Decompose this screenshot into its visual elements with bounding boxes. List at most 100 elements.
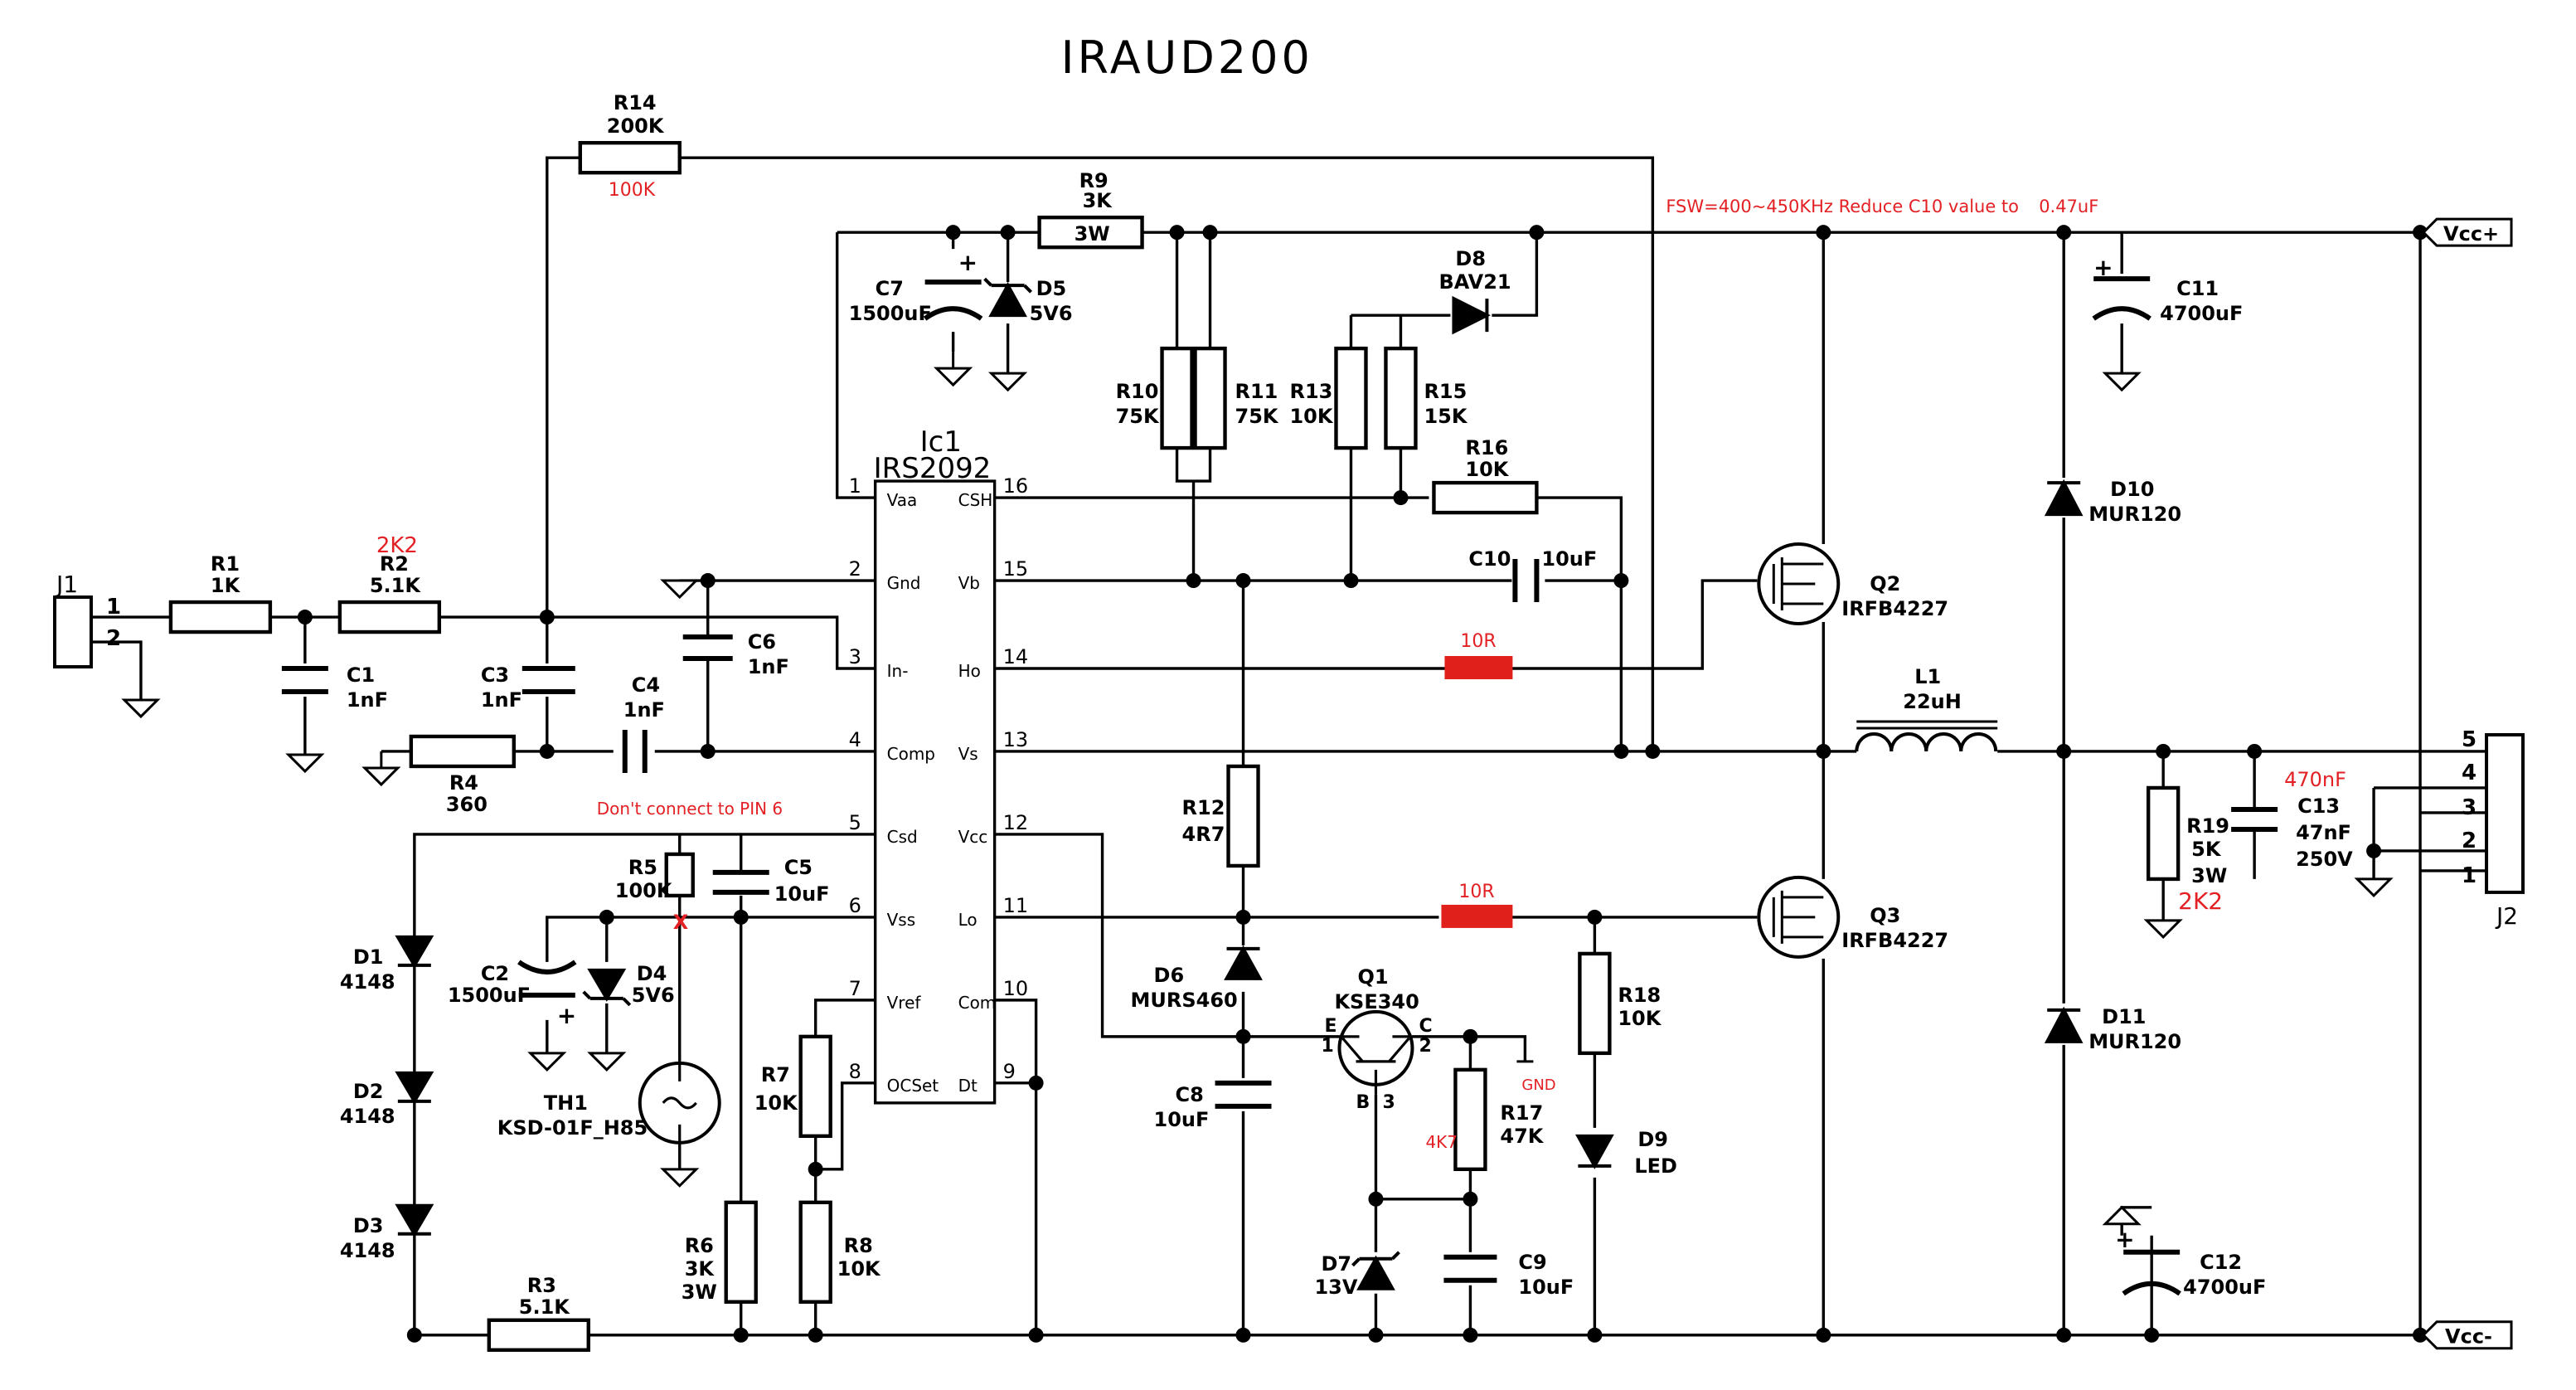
c5-ref: C5	[784, 856, 813, 879]
gnd-label: GND	[1521, 1077, 1555, 1094]
d10-value: MUR120	[2088, 503, 2181, 526]
c13-mod: 470nF	[2284, 768, 2346, 791]
resistor-r6[interactable]: R6 3K 3W	[682, 1200, 758, 1304]
ic1-pin-number: 5	[849, 811, 861, 834]
capacitor-c3[interactable]: C3 1nF	[481, 663, 575, 712]
diode-d1[interactable]: D1 4148	[340, 935, 434, 994]
junction-dot	[1816, 743, 1831, 759]
diode-d11[interactable]: D11 MUR120	[2044, 1005, 2181, 1053]
resistor-r4[interactable]: R4 360	[409, 734, 516, 816]
c10-value: 10uF	[1541, 547, 1597, 571]
r-ho-body	[1444, 656, 1513, 680]
capacitor-c7[interactable]: + C7 1500uF	[849, 249, 983, 325]
d2-value: 4148	[340, 1105, 395, 1128]
ground-symbols	[121, 352, 2394, 1226]
resistor-r19[interactable]: R19 5K 3W 2K2	[2146, 785, 2229, 915]
d11-symbol	[2044, 1006, 2084, 1043]
junction-dot	[700, 573, 716, 589]
resistor-r17[interactable]: R17 47K 4K7	[1425, 1067, 1545, 1172]
diode-d5-zener[interactable]: D5 5V6	[983, 277, 1073, 325]
diode-d3[interactable]: D3 4148	[340, 1203, 434, 1262]
diode-d10[interactable]: D10 MUR120	[2044, 478, 2181, 526]
diode-d7-zener[interactable]: D7 13V	[1314, 1251, 1400, 1299]
capacitor-c8[interactable]: C8 10uF	[1154, 1080, 1272, 1131]
junction-dot	[2156, 743, 2171, 759]
th1-ref: TH1	[544, 1091, 588, 1115]
capacitor-c9[interactable]: C9 10uF	[1443, 1251, 1574, 1299]
resistor-r11[interactable]: R11 75K	[1193, 346, 1279, 450]
resistor-r16[interactable]: R16 10K	[1432, 436, 1539, 515]
r12-body	[1226, 764, 1260, 868]
r3-value: 5.1K	[519, 1295, 570, 1319]
mosfet-q3[interactable]: Q3 IRFB4227	[1757, 875, 1948, 959]
r6-power: 3W	[682, 1281, 717, 1304]
capacitor-c2[interactable]: + C2 1500uF	[448, 960, 577, 1029]
c3-ref: C3	[481, 663, 509, 687]
ic1-pin-number: 1	[849, 474, 861, 498]
r13-value: 10K	[1289, 405, 1333, 428]
transistor-q1[interactable]: Q1 KSE340 E 1 C 2 B 3	[1321, 965, 1432, 1113]
r14-mod: 100K	[609, 180, 656, 201]
diode-d4-zener[interactable]: D4 5V6	[582, 962, 675, 1007]
ic1-pin-number: 12	[1003, 811, 1029, 834]
junction-dot	[2056, 743, 2072, 759]
ic1-pin-name: CSH	[958, 490, 993, 510]
inductor-l1[interactable]: L1 22uH	[1855, 665, 1998, 752]
d10-ref: D10	[2110, 478, 2154, 501]
th1-symbol	[662, 1061, 697, 1145]
ic1-pin-number: 7	[849, 977, 861, 1000]
resistor-r2[interactable]: 2K2 R2 5.1K	[337, 533, 442, 634]
resistor-10r-lo[interactable]: 10R	[1441, 882, 1513, 928]
ic1-pin-name: Vcc	[958, 827, 988, 847]
r19-body	[2146, 785, 2181, 882]
wire-vaa	[835, 232, 876, 499]
resistor-10r-ho[interactable]: 10R	[1444, 631, 1513, 680]
capacitor-c1[interactable]: C1 1nF	[281, 663, 388, 712]
diode-d6[interactable]: D6 MURS460	[1131, 945, 1263, 1012]
capacitor-c11[interactable]: + C11 4700uF	[2092, 254, 2243, 325]
diode-d8[interactable]: D8 BAV21	[1438, 247, 1511, 335]
ic1-pin-number: 2	[849, 557, 861, 581]
c9-ref: C9	[1518, 1251, 1546, 1274]
resistor-r13[interactable]: R13 10K	[1289, 346, 1368, 450]
resistor-r7[interactable]: R7 10K	[754, 1034, 832, 1139]
ic1-irs2092[interactable]: Ic1 IRS2092	[874, 425, 997, 1105]
junction-dot	[2056, 1327, 2072, 1343]
r5-body	[664, 852, 695, 898]
r4-value: 360	[446, 793, 488, 816]
capacitor-c10[interactable]: C10 10uF	[1468, 547, 1597, 603]
resistor-r3[interactable]: R3 5.1K	[487, 1274, 590, 1352]
resistor-r1[interactable]: R1 1K	[168, 552, 273, 634]
r3-body	[487, 1318, 590, 1352]
resistor-r15[interactable]: R15 15K	[1384, 346, 1468, 450]
resistor-r10[interactable]: R10 75K	[1116, 346, 1194, 450]
wire-r13-r15	[1349, 315, 1403, 581]
connector-j1[interactable]: J1 1 2	[52, 571, 121, 669]
thermal-switch-th1[interactable]: TH1 KSD-01F_H85	[497, 1061, 721, 1145]
r13-ref: R13	[1289, 380, 1332, 403]
diode-d9-led[interactable]: D9 LED	[1574, 1128, 1677, 1178]
r6-ref: R6	[685, 1234, 714, 1257]
resistor-r12[interactable]: R12 4R7	[1182, 764, 1260, 868]
resistor-r8[interactable]: R8 10K	[798, 1200, 881, 1304]
j2-pin4: 4	[2462, 761, 2477, 785]
capacitor-c6[interactable]: C6 1nF	[682, 630, 789, 678]
r8-body	[798, 1200, 832, 1304]
capacitor-c4[interactable]: C4 1nF	[622, 673, 665, 773]
resistor-r5[interactable]: R5 100K X	[615, 852, 695, 934]
mosfet-q2[interactable]: Q2 IRFB4227	[1757, 542, 1948, 626]
resistor-r9[interactable]: R9 3K 3W	[1037, 169, 1144, 250]
resistor-r14[interactable]: R14 200K 100K	[578, 91, 682, 201]
q1-c-label: C	[1419, 1016, 1432, 1037]
resistor-r18[interactable]: R18 10K	[1578, 951, 1662, 1056]
connector-j2[interactable]: J2 5 4 3 2 1	[2462, 727, 2525, 930]
capacitor-c13[interactable]: 470nF C13 47nF 250V	[2231, 768, 2353, 871]
junction-dot	[1186, 573, 1201, 589]
diode-d2[interactable]: D2 4148	[340, 1071, 434, 1128]
capacitor-c5[interactable]: C5 10uF	[712, 856, 830, 906]
ground-icon	[121, 698, 161, 719]
j2-body	[2485, 732, 2525, 894]
capacitor-c12[interactable]: + C12 4700uF	[2115, 1226, 2266, 1299]
ground-icon	[987, 372, 1028, 392]
r15-body	[1384, 346, 1418, 450]
